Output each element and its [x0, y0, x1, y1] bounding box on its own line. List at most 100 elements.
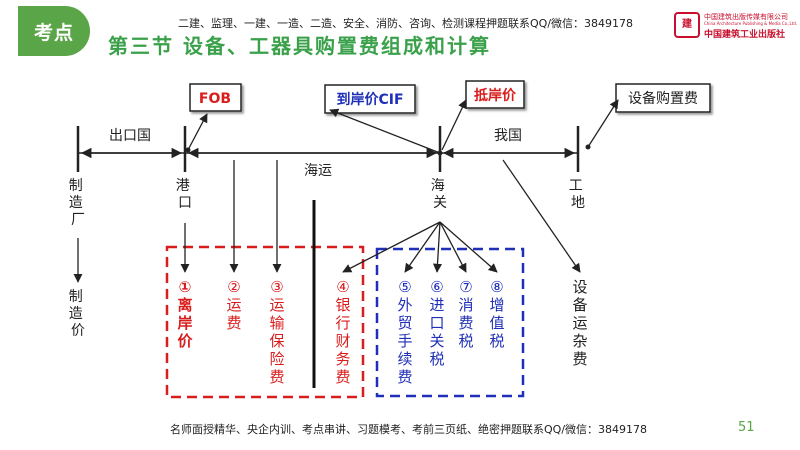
customs-to-item5-arrow	[404, 221, 441, 273]
publisher-name-cn: 中国建筑出版传媒有限公司	[704, 13, 788, 21]
publisher-emblem-icon: 建	[674, 12, 700, 38]
red-dashed-group	[165, 245, 365, 399]
cif-box	[324, 84, 416, 114]
mfg-price-char-1: 制	[69, 289, 83, 305]
node-customs-char-2: 关	[433, 195, 447, 211]
blue-item-7-char-3: 费	[458, 314, 473, 332]
blue-item-8-char-1: ⑧	[490, 278, 503, 296]
red-item-4-char-2: 银	[335, 296, 350, 314]
red-item-3-char-1: ③	[270, 278, 283, 296]
purchase-cost-label: 设备购置费	[628, 90, 698, 107]
segment-sea-label: 海运	[304, 163, 332, 179]
node-factory: 制 造 厂	[69, 178, 87, 228]
cif-label: 到岸价CIF	[336, 91, 403, 108]
customs-to-item6-arrow	[432, 221, 443, 273]
node-site-char-2: 地	[571, 195, 585, 211]
landed-pointer-arrow	[441, 99, 467, 151]
purchase-cost-box	[615, 83, 711, 113]
side-item-label-char-1: 设	[572, 278, 587, 296]
node-port-char-1: 港	[176, 178, 190, 194]
red-item-1-char-3: 岸	[177, 314, 192, 332]
customs-to-item7-arrow	[439, 221, 467, 273]
red-item-1-char-4: 价	[177, 332, 193, 350]
mfg-price-char-3: 价	[71, 323, 85, 339]
red-item-1-char-1: ①	[179, 278, 192, 296]
side-item-label: 设备运杂费	[572, 278, 587, 368]
blue-item-5-char-6: 费	[397, 368, 412, 386]
red-item-2-char-2: 运	[226, 296, 241, 314]
blue-item-7-char-4: 税	[458, 332, 473, 350]
red-item-4-char-6: 费	[335, 368, 350, 386]
side-item-label-char-5: 费	[572, 350, 587, 368]
blue-item-5-char-5: 续	[397, 350, 412, 368]
topic-badge: 考点	[18, 6, 90, 56]
publisher-logo: 建 中国建筑出版传媒有限公司 China Architecture Publis…	[674, 10, 797, 40]
blue-item-6-char-2: 进	[429, 296, 444, 314]
landed-price-box	[465, 80, 525, 109]
fob-box	[189, 83, 242, 112]
node-factory-label: 制 造 厂	[69, 178, 87, 228]
blue-item-5-char-1: ⑤	[398, 278, 411, 296]
node-port-label: 港 口	[176, 178, 194, 211]
cif-pointer-arrow	[329, 108, 441, 154]
red-item-3-char-2: 运	[269, 296, 284, 314]
red-item-3-char-4: 保	[269, 332, 284, 350]
node-site-char-1: 工	[569, 178, 583, 194]
red-item-3-char-5: 险	[269, 350, 284, 368]
blue-item-6-char-1: ⑥	[430, 278, 443, 296]
mfg-price-char-2: 造	[69, 306, 83, 322]
red-item-3-char-6: 费	[269, 368, 284, 386]
segment-export-label: 出口国	[109, 128, 151, 144]
fob-pointer-arrow	[187, 113, 208, 151]
node-site-label: 工 地	[569, 178, 587, 211]
blue-item-7-char-2: 消	[458, 296, 473, 314]
red-item-4-char-1: ④	[336, 278, 349, 296]
blue-item-6-char-3: 口	[429, 314, 444, 332]
node-factory-char-3: 厂	[71, 212, 85, 228]
page-number: 51	[738, 420, 755, 435]
red-item-4-char-4: 财	[335, 332, 350, 350]
node-customs-char-1: 海	[431, 178, 445, 194]
side-item-label-char-2: 备	[572, 296, 587, 314]
landed-price-label: 抵岸价	[474, 87, 517, 104]
node-factory-char-2: 造	[69, 195, 83, 211]
node-factory-char-1: 制	[69, 178, 83, 194]
blue-item-8-char-2: 增	[489, 296, 504, 314]
node-port-char-2: 口	[178, 195, 192, 211]
side-item-label-char-4: 杂	[572, 332, 587, 350]
red-item-1-char-2: 离	[177, 296, 192, 314]
red-item-4-char-3: 行	[335, 314, 350, 332]
mfg-price-label: 制 造 价	[69, 289, 87, 339]
page-title: 第三节 设备、工器具购置费组成和计算	[108, 34, 491, 58]
red-item-3-char-3: 输	[269, 314, 284, 332]
red-item-2-char-3: 费	[226, 314, 241, 332]
side-item-label-char-3: 运	[572, 314, 587, 332]
fob-label: FOB	[199, 91, 231, 107]
red-item-4-char-5: 务	[335, 350, 350, 368]
blue-item-5-char-2: 外	[397, 296, 412, 314]
blue-item-6-char-5: 税	[429, 350, 444, 368]
side-cost-item: 设备运杂费	[572, 278, 587, 368]
customs-to-item8-arrow	[439, 221, 498, 273]
blue-item-7-char-1: ⑦	[459, 278, 472, 296]
blue-dashed-group	[375, 247, 525, 398]
blue-item-5-char-3: 贸	[397, 314, 412, 332]
purchase-pointer-arrow	[587, 99, 619, 148]
publisher-name-cn-2: 中国建筑工业出版社	[704, 30, 786, 40]
blue-item-5-char-4: 手	[397, 332, 412, 350]
node-customs-label: 海 关	[431, 178, 449, 211]
blue-item-8-char-3: 值	[489, 314, 504, 332]
blue-item-6-char-4: 关	[429, 332, 444, 350]
side-item-arrow	[502, 159, 581, 273]
